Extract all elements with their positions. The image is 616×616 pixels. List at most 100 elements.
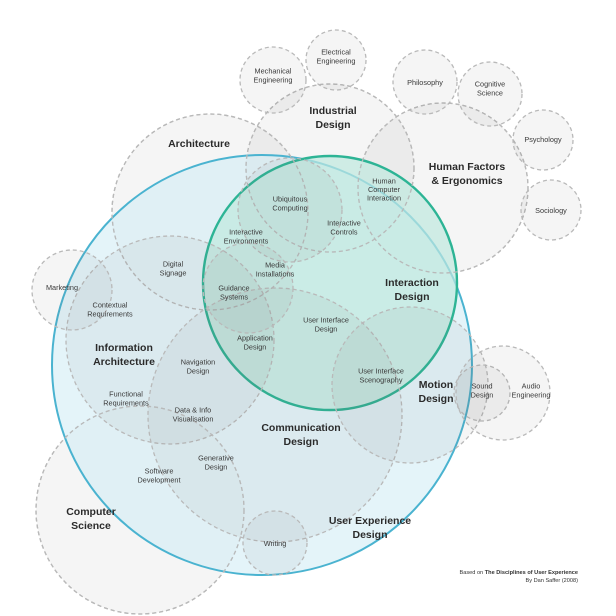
- interaction-design-circle: [201, 154, 459, 412]
- label-digital-signage-line: Digital: [163, 260, 184, 269]
- label-software-development-line: Software: [145, 467, 174, 476]
- marketing-circle: [31, 249, 113, 331]
- label-guidance-systems-line: Systems: [220, 292, 248, 301]
- label-ui-design-line: User Interface: [303, 316, 349, 325]
- computer-science-outline: [35, 405, 245, 615]
- label-sound-design-line: Sound: [471, 382, 492, 391]
- label-electrical-engineering-line: Engineering: [317, 56, 356, 65]
- label-interactive-controls-line: Controls: [330, 227, 358, 236]
- label-hci-line: Human: [372, 176, 396, 185]
- label-computer-science-line: Science: [71, 520, 111, 532]
- label-industrial-design-line: Industrial: [309, 105, 356, 117]
- label-architecture: Architecture: [168, 138, 230, 150]
- label-writing: Writing: [264, 539, 287, 548]
- label-generative-design-line: Design: [205, 462, 228, 471]
- label-ux-design-line: User Experience: [329, 515, 411, 527]
- label-philosophy-line: Philosophy: [407, 78, 443, 87]
- label-contextual-requirements-line: Contextual: [93, 301, 128, 310]
- label-application-design-line: Application: [237, 334, 273, 343]
- label-interactive-environments-line: Environments: [224, 236, 269, 245]
- philosophy-circle: [392, 49, 458, 115]
- electrical-engineering-circle: [305, 29, 367, 91]
- information-architecture-circle: [65, 235, 275, 445]
- psychology-circle: [512, 109, 574, 171]
- writing-circle: [242, 510, 308, 576]
- architecture-outline: [111, 113, 309, 311]
- label-data-info-visualisation-line: Data & Info: [175, 406, 212, 415]
- label-generative-design-line: Generative: [198, 454, 234, 463]
- label-sociology-line: Sociology: [535, 206, 567, 215]
- label-ui-design-line: Design: [315, 324, 338, 333]
- label-functional-requirements-line: Functional: [109, 390, 143, 399]
- label-hci-line: Computer: [368, 185, 401, 194]
- mechanical-engineering-circle: [239, 46, 307, 114]
- label-media-installations-line: Media: [265, 261, 286, 270]
- human-factors-outline: [357, 102, 529, 274]
- credit-line: Based on The Disciplines of User Experie…: [460, 570, 578, 576]
- label-mechanical-engineering-line: Engineering: [254, 75, 293, 84]
- label-architecture-line: Architecture: [168, 138, 230, 150]
- label-guidance-systems-line: Guidance: [218, 284, 249, 293]
- sound-design-circle: [453, 364, 511, 422]
- label-ubiquitous-computing-line: Ubiquitous: [273, 195, 308, 204]
- audio-engineering-circle: [455, 345, 551, 441]
- label-audio-engineering-line: Engineering: [512, 390, 551, 399]
- label-computer-science-line: Computer: [66, 506, 116, 518]
- label-human-factors: Human Factors& Ergonomics: [429, 161, 506, 187]
- label-interactive-environments-line: Interactive: [229, 228, 263, 237]
- label-sociology: Sociology: [535, 206, 567, 215]
- ubiquitous-computing-circle: [237, 157, 343, 263]
- label-audio-engineering-line: Audio: [522, 382, 541, 391]
- credit-byline: By Dan Saffer (2008): [526, 578, 579, 584]
- label-ui-scenography-line: User Interface: [358, 367, 404, 376]
- label-electrical-engineering-line: Electrical: [321, 48, 351, 57]
- label-communication-design-line: Design: [283, 436, 318, 448]
- media-installations-circle: [202, 242, 294, 334]
- label-information-architecture-line: Information: [95, 342, 153, 354]
- label-interactive-controls-line: Interactive: [327, 219, 361, 228]
- label-marketing-line: Marketing: [46, 283, 78, 292]
- label-information-architecture-line: Architecture: [93, 356, 155, 368]
- label-cognitive-science-line: Cognitive: [475, 80, 505, 89]
- label-interaction-design-line: Design: [394, 291, 429, 303]
- sociology-circle: [520, 179, 582, 241]
- label-marketing: Marketing: [46, 283, 78, 292]
- label-hci-line: Interaction: [367, 194, 401, 203]
- label-sound-design-line: Design: [471, 390, 494, 399]
- cognitive-science-circle: [457, 61, 523, 127]
- label-ubiquitous-computing-line: Computing: [272, 203, 307, 212]
- label-industrial-design-line: Design: [315, 119, 350, 131]
- label-software-development-line: Development: [138, 475, 181, 484]
- label-human-factors-line: & Ergonomics: [431, 175, 502, 187]
- label-motion-design-line: Motion: [419, 379, 453, 391]
- label-application-design-line: Design: [244, 342, 267, 351]
- label-psychology: Psychology: [524, 135, 562, 144]
- label-philosophy: Philosophy: [407, 78, 443, 87]
